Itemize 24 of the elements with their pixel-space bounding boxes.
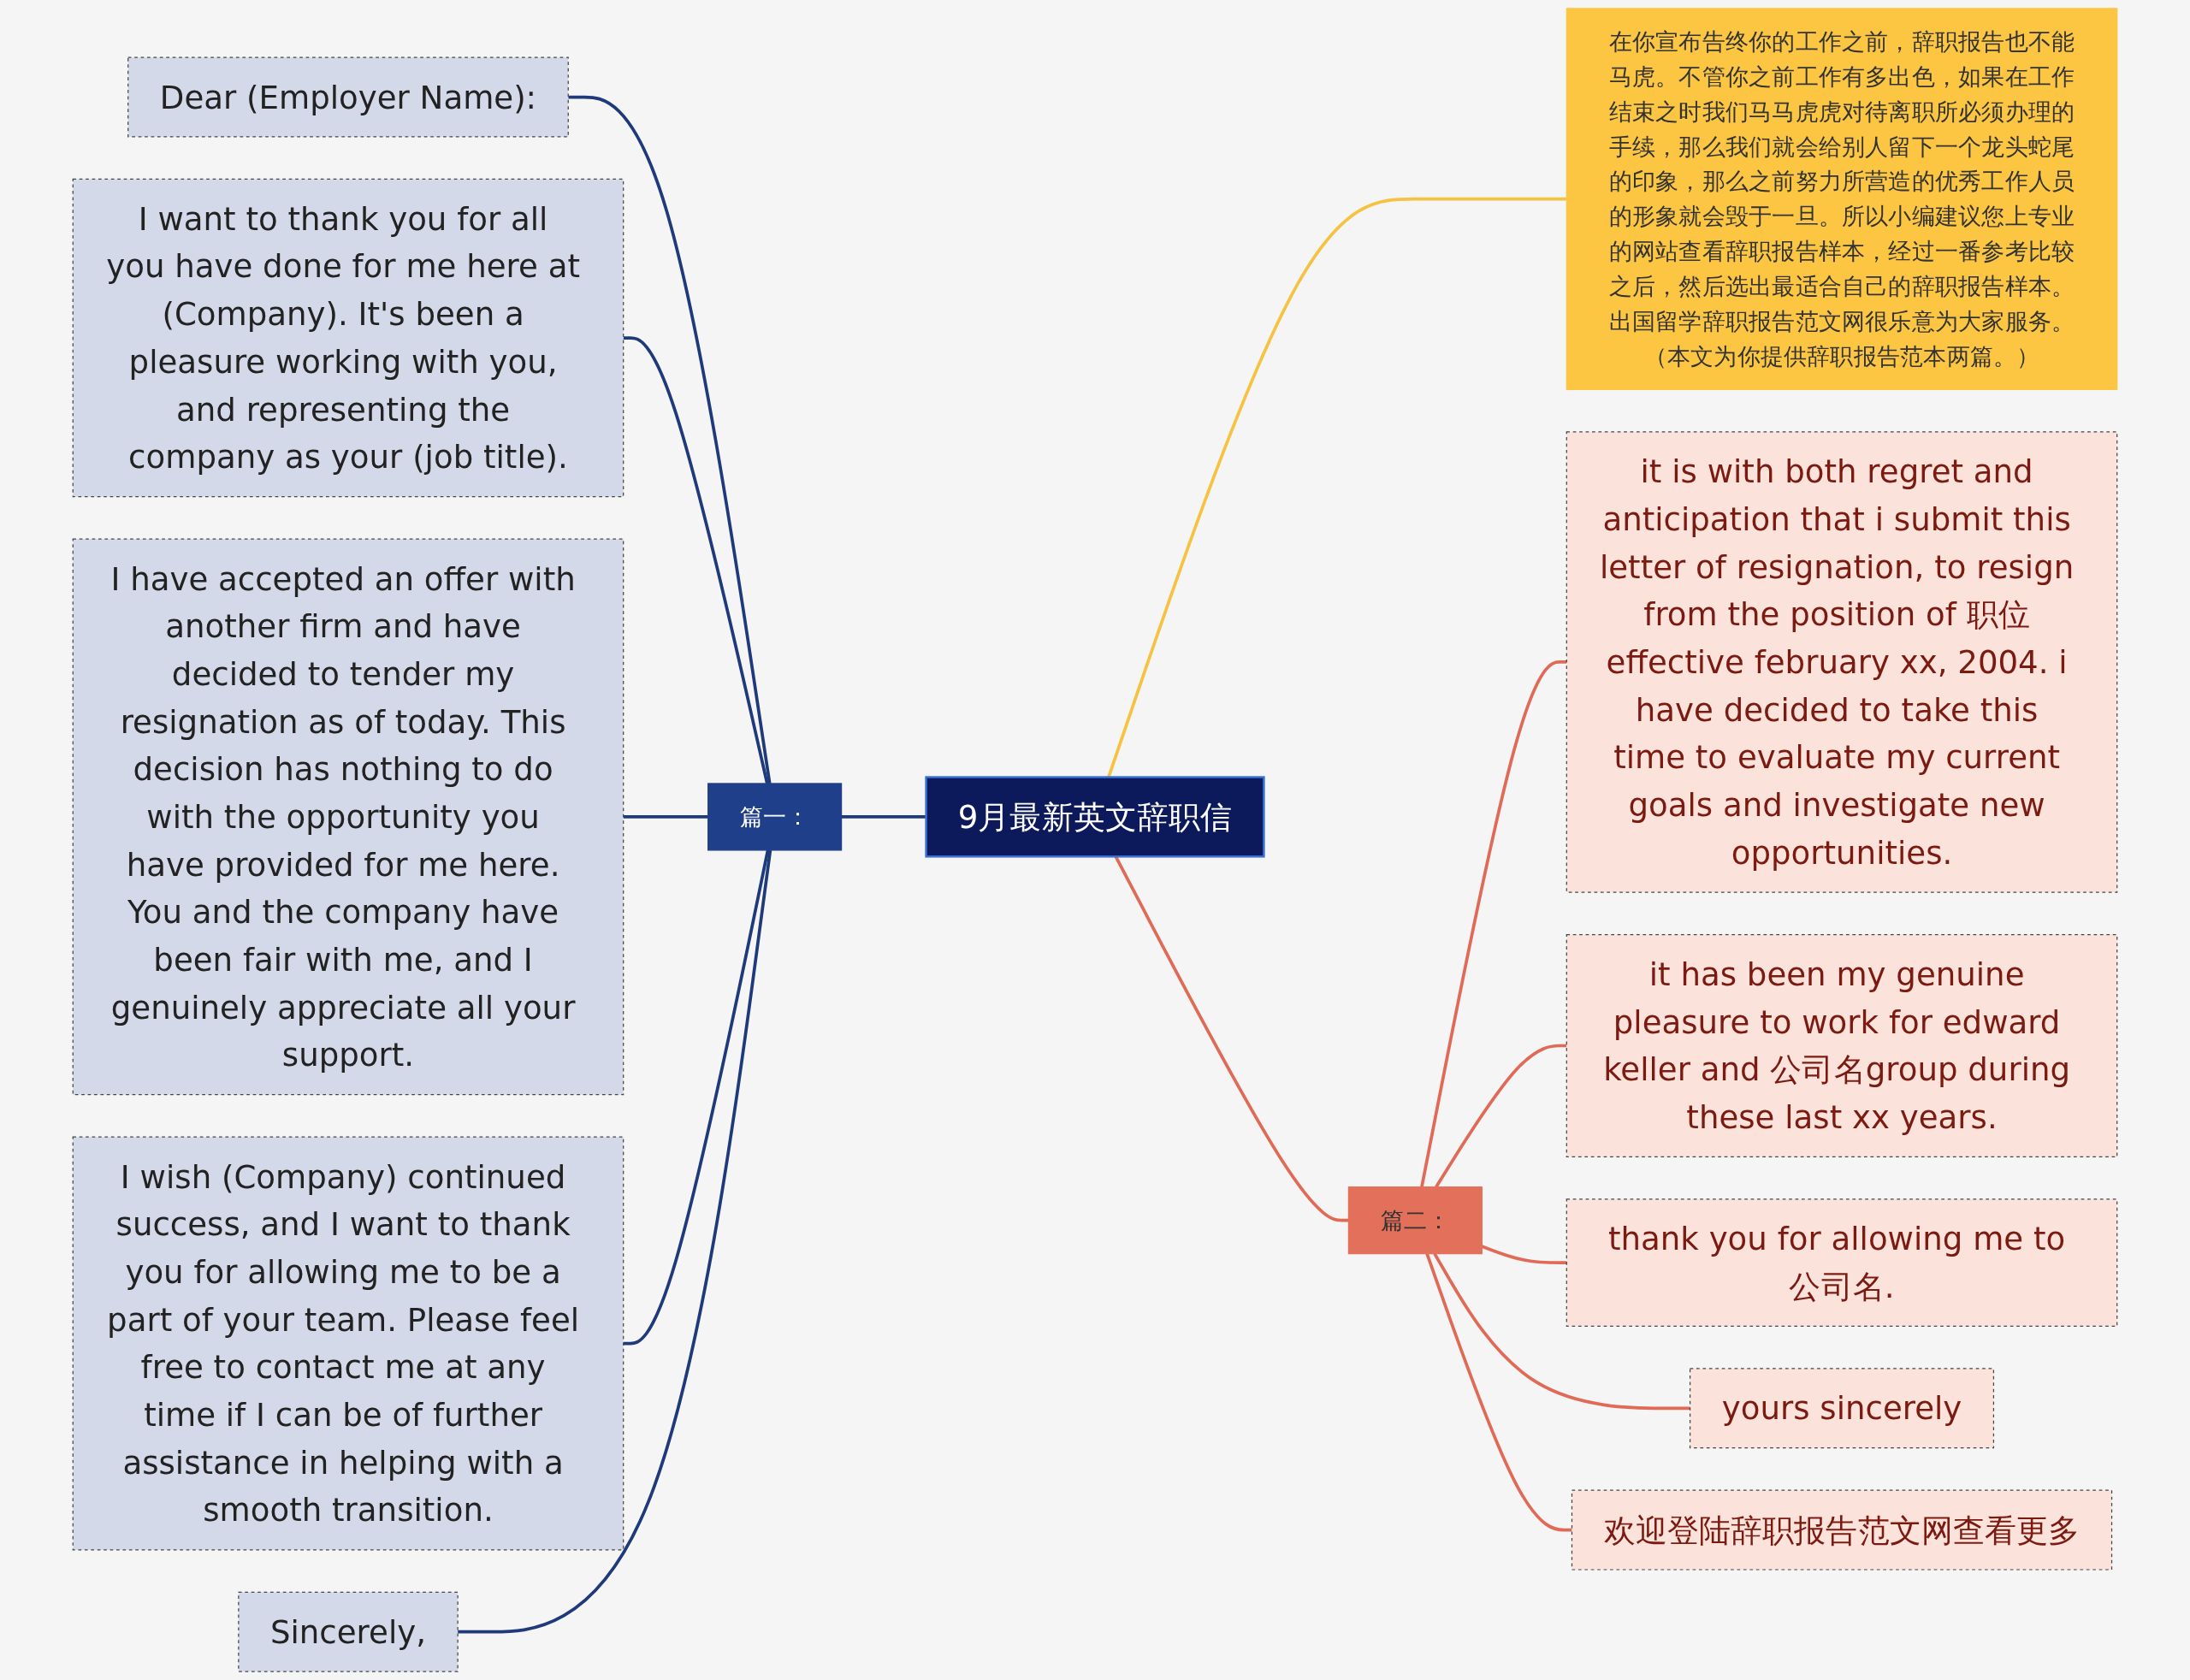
node-box: Sincerely,	[238, 1591, 459, 1672]
connector	[1435, 1044, 1567, 1188]
node-box: I want to thank you for all you have done for me here at (Company). It's been a pleasure working with you, and representing the company as your (job title).	[72, 178, 624, 498]
connector	[623, 815, 708, 819]
connector	[568, 95, 772, 784]
node-box: it has been my genuine pleasure to work for edward keller and 公司名group during these last xx years.	[1566, 933, 2118, 1158]
node-box: 9月最新英文辞职信	[925, 776, 1265, 858]
connector	[623, 336, 769, 784]
connector	[1420, 660, 1567, 1188]
node-box: Dear (Employer Name):	[127, 56, 569, 138]
node-box: 篇二：	[1347, 1186, 1483, 1255]
connector	[1433, 1252, 1690, 1411]
node-box: thank you for allowing me to 公司名.	[1566, 1198, 2118, 1328]
node-box: I wish (Company) continued success, and I want to thank you for allowing me to be a part of your team. Please feel free to contact me at any time if I can be of further assistance in helping with a smooth transition.	[72, 1136, 624, 1551]
connector	[1425, 1253, 1572, 1532]
node-box: 篇一：	[707, 783, 843, 851]
node-box: 欢迎登陆辞职报告范文网查看更多	[1571, 1489, 2113, 1571]
node-box: yours sincerely	[1689, 1368, 1995, 1449]
connector	[841, 815, 926, 819]
connector	[458, 849, 772, 1634]
node-box: it is with both regret and anticipation that i submit this letter of resignation, to resign from the position of 职位 effective february xx, 2004. i have decided to take this time to evaluate my current goals and investigate new opportunities.	[1566, 431, 2118, 893]
connector	[623, 849, 770, 1346]
node-box: 在你宣布告终你的工作之前，辞职报告也不能马虎。不管你之前工作有多出色，如果在工作结束之时我们马马虎虎对待离职所必须办理的手续，那么我们就会给别人留下一个龙头蛇尾的印象，那么之前努力所营造的优秀工作人员的形象就会毁于一旦。所以小编建议您上专业的网站查看辞职报告样本，经过一番参考比较之后，然后选出最适合自己的辞职报告样本。出国留学辞职报告范文网很乐意为大家服务。（本文为你提供辞职报告范本两篇。）	[1566, 8, 2118, 390]
node-box: I have accepted an offer with another firm and have decided to tender my resignation as of today. This decision has nothing to do with the opportunity you have provided for me here. You and the company have been fair with me, and I genuinely appreciate all your support.	[72, 538, 624, 1096]
